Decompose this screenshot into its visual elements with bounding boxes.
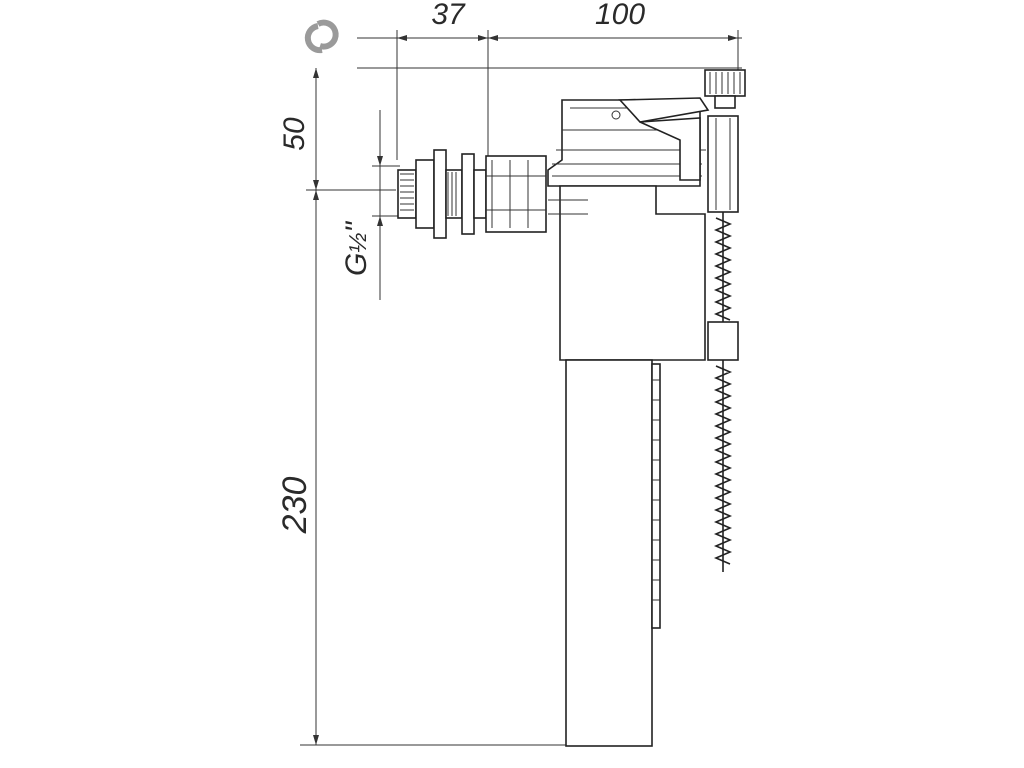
chain-link-logo-icon [304,19,339,54]
thread-g: G [340,253,373,276]
dimension-50: 50 [278,117,311,151]
adjustment-rod [707,115,739,572]
valve-inlet-thread [397,149,547,239]
dimension-230: 230 [276,477,314,535]
valve-cap [704,69,746,109]
thread-size-label: G½" [340,221,373,276]
left-dimension-lines [300,68,570,746]
thread-inch-mark: " [340,221,373,233]
dimension-100: 100 [595,0,645,31]
dimension-37: 37 [431,0,466,31]
valve-head [547,97,710,187]
valve-tube [565,359,661,747]
top-dimension-lines [357,30,742,160]
valve-float-body [548,185,706,361]
thread-fraction: ½ [345,233,372,253]
